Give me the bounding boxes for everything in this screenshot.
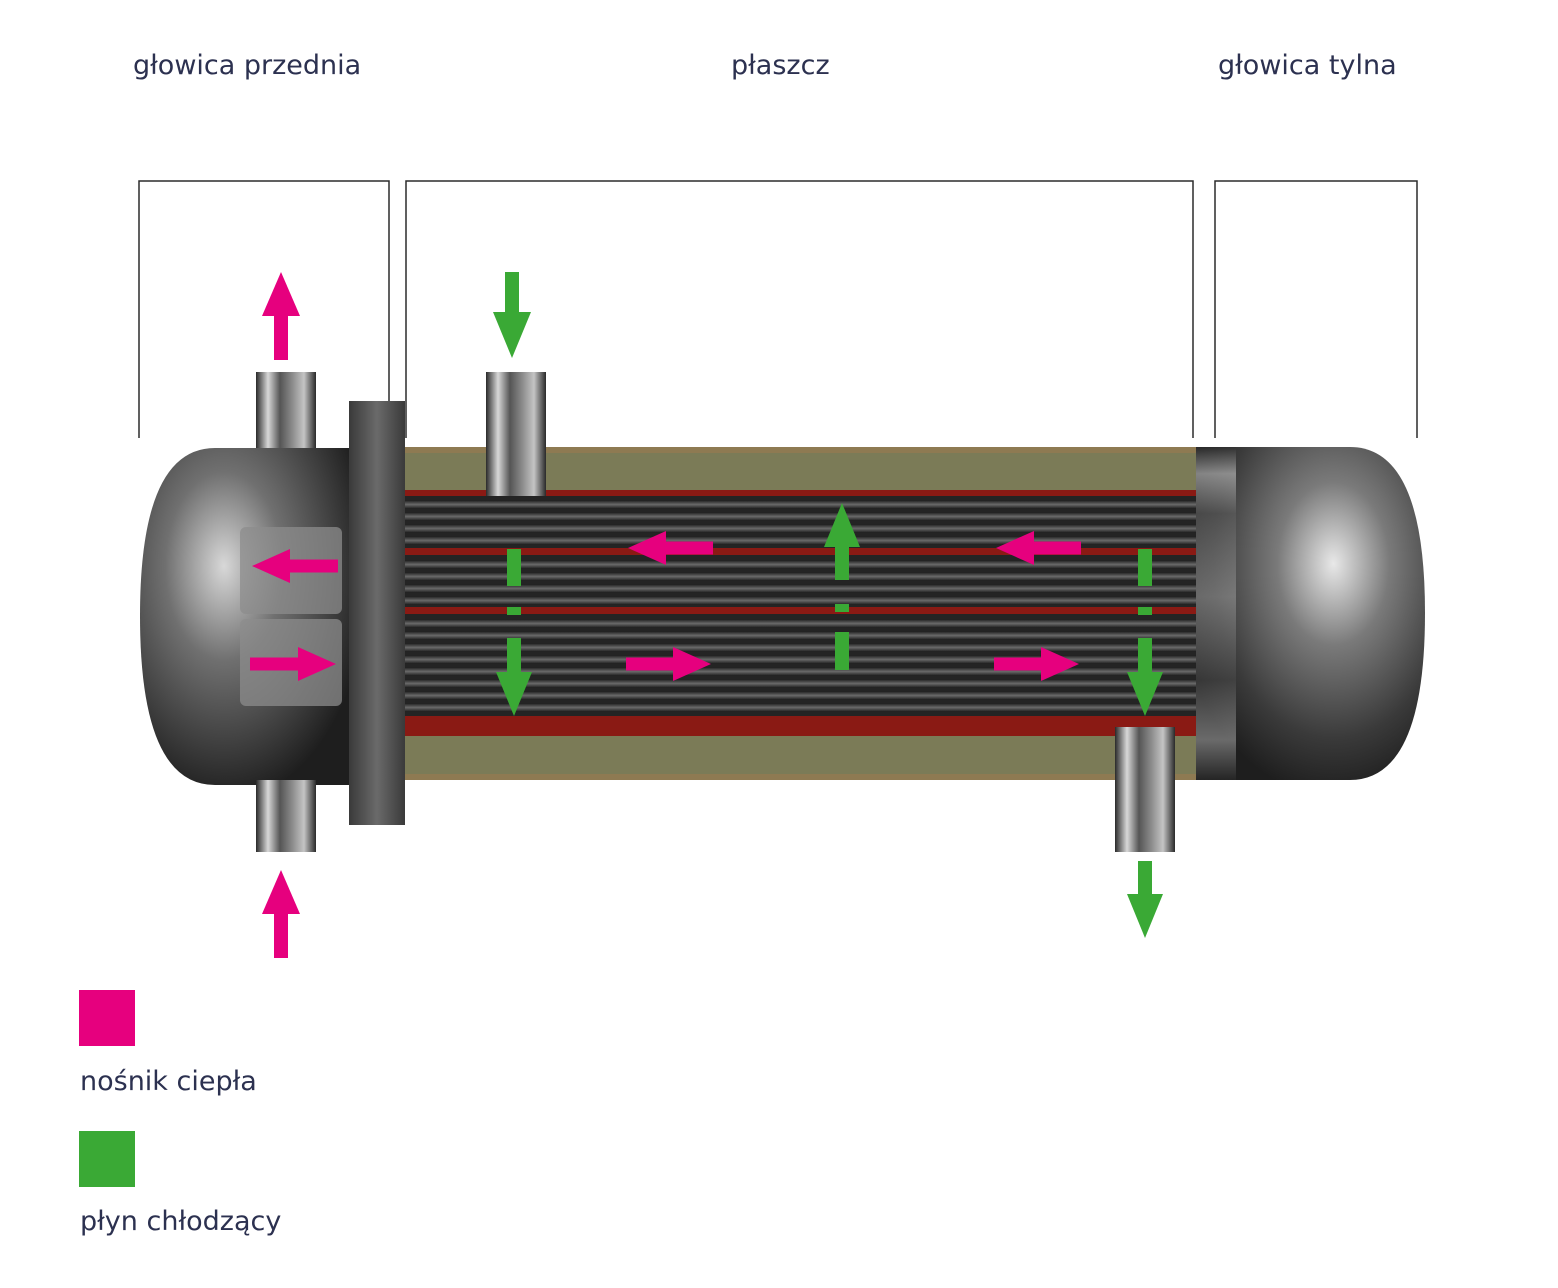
tube	[404, 596, 1196, 605]
tube	[404, 643, 1196, 652]
shell-label: płaszcz	[731, 50, 830, 81]
legend-label-hot: nośnik ciepła	[80, 1066, 257, 1097]
rear-head-bracket	[1214, 180, 1418, 438]
coolant-inlet-arrow	[493, 272, 531, 358]
hot-arrow-right	[626, 647, 711, 681]
tube	[404, 584, 1196, 593]
coolant-outlet-arrow	[1127, 861, 1163, 938]
tube	[404, 500, 1196, 509]
tube	[404, 524, 1196, 533]
legend-swatch-coolant	[79, 1131, 135, 1187]
shell-body	[404, 447, 1196, 780]
tube	[404, 703, 1196, 712]
hot-arrow-left	[996, 531, 1081, 565]
coolant-dash	[835, 632, 849, 670]
coolant-outlet-nozzle	[1115, 727, 1175, 852]
tube	[404, 679, 1196, 688]
tube	[404, 655, 1196, 664]
coolant-dash	[1138, 607, 1152, 615]
coolant-arrow-down	[496, 638, 532, 716]
coolant-arrow-up	[824, 503, 860, 580]
legend-swatch-hot	[79, 990, 135, 1046]
shell-bracket	[405, 180, 1194, 438]
rear-head	[1196, 447, 1425, 780]
tube	[404, 619, 1196, 628]
hot-arrow-left	[628, 531, 713, 565]
hot-inlet-arrow	[262, 870, 300, 958]
front-head	[140, 448, 350, 785]
front-head-label: głowica przednia	[133, 50, 362, 81]
hot-arrow-right	[994, 647, 1079, 681]
tube	[404, 572, 1196, 581]
hot-inlet-nozzle	[256, 780, 316, 852]
coolant-dash	[835, 604, 849, 612]
tube-bundle	[404, 500, 1196, 712]
legend-label-coolant: płyn chłodzący	[80, 1206, 282, 1237]
tube	[404, 512, 1196, 521]
coolant-dash	[507, 549, 521, 586]
tube	[404, 631, 1196, 640]
tube	[404, 667, 1196, 676]
rear-head-label: głowica tylna	[1218, 50, 1397, 81]
coolant-dash	[1138, 549, 1152, 586]
tube	[404, 536, 1196, 545]
hot-outlet-nozzle	[256, 372, 316, 448]
flange	[349, 401, 405, 825]
hot-arrow-left	[252, 549, 338, 583]
coolant-arrow-down	[1127, 638, 1163, 716]
hot-outlet-arrow	[262, 272, 300, 360]
tube	[404, 560, 1196, 569]
coolant-inlet-nozzle	[486, 372, 546, 496]
tube	[404, 691, 1196, 700]
hot-arrow-right	[250, 647, 336, 681]
flow-arrows	[250, 272, 1163, 958]
coolant-dash	[507, 607, 521, 615]
